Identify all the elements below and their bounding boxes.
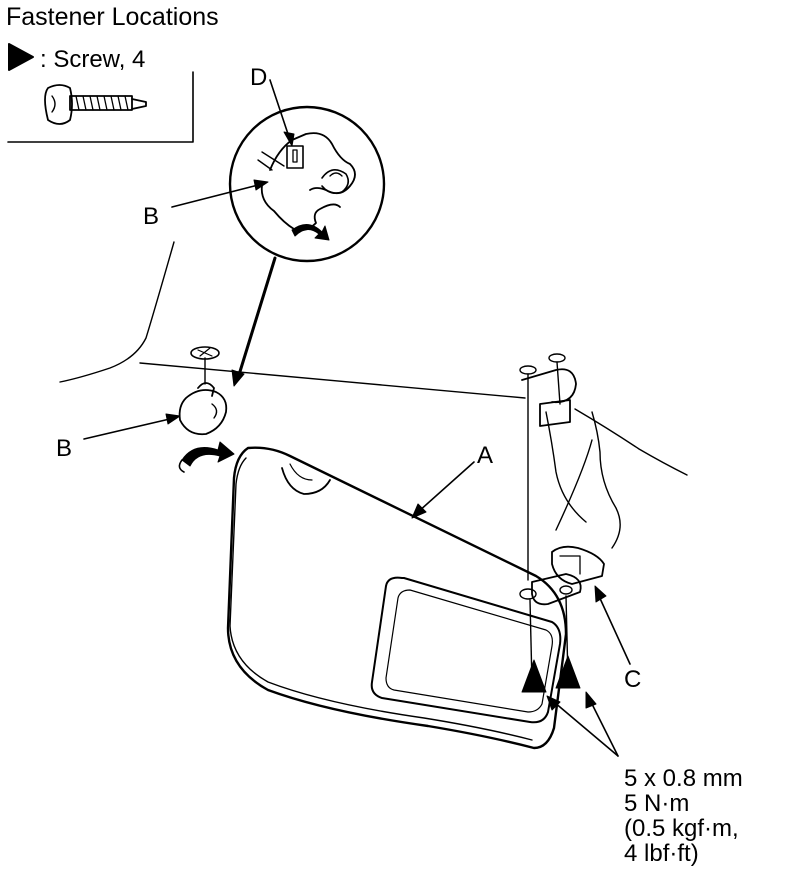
rotation-arrow-icon [291,224,330,241]
callout-b-detail: B [143,203,160,230]
torque-kgfm: (0.5 kgf·m, [624,815,739,842]
diagram-title: Fastener Locations [6,3,219,31]
screw-marker-icon [521,659,547,693]
torque-lbfft: 4 lbf·ft) [624,840,699,867]
leader-lines [83,79,631,757]
clip-b-left [178,346,235,473]
screw-icon [44,84,147,125]
torque-nm: 5 N·m [624,790,690,817]
screw-size: 5 x 0.8 mm [624,765,743,792]
legend-label: : Screw, 4 [40,46,146,73]
callout-a: A [477,442,494,469]
callout-b: B [56,435,73,462]
detail-magnifier [228,105,386,387]
screw-marker-icon [555,655,581,689]
roof-outline [59,241,688,549]
legend-box [7,43,194,143]
bracket-c [519,353,605,685]
torque-spec: 5 x 0.8 mm 5 N·m (0.5 kgf·m, 4 lbf·ft) [624,766,743,866]
screw-marker-icon [8,43,34,71]
sun-visor-a [226,446,568,750]
rotation-arrow-icon [181,441,235,467]
callout-c: C [624,666,642,693]
callout-d: D [250,64,268,91]
